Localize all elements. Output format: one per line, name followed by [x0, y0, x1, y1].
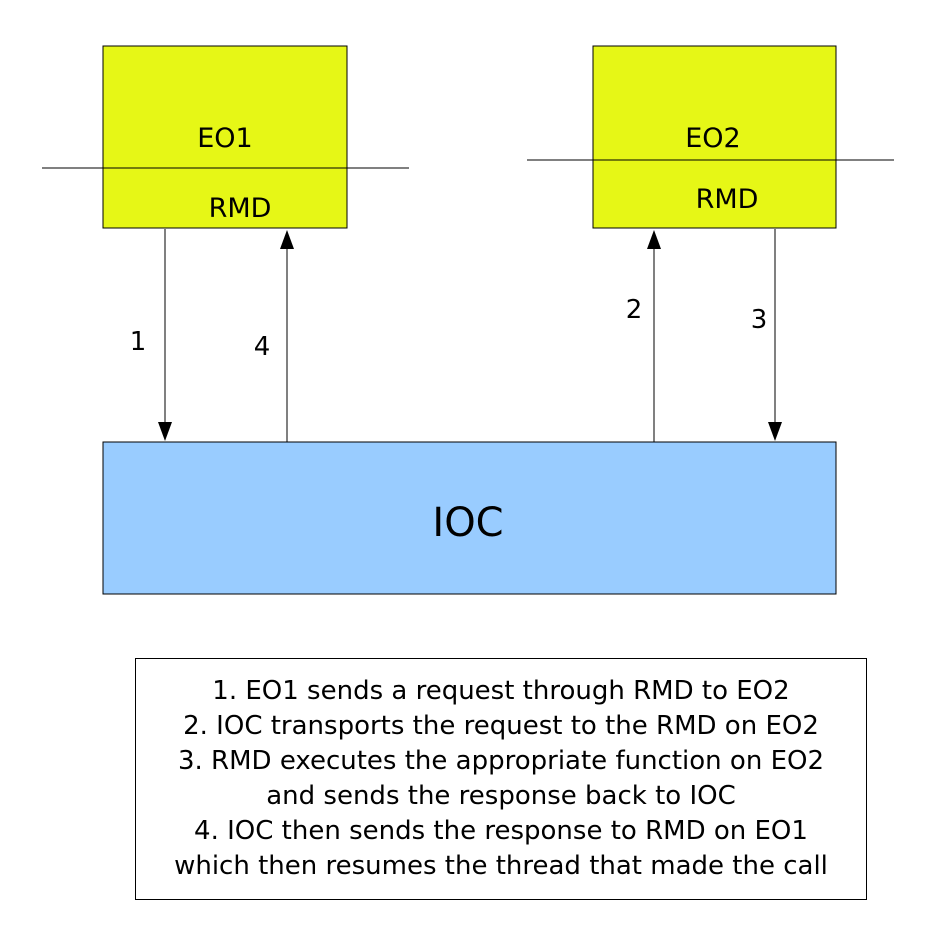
arrow-2-head	[647, 230, 661, 249]
arrow-1-label: 1	[130, 327, 147, 357]
ioc-label: IOC	[432, 500, 503, 546]
arrow-3-head	[768, 422, 782, 441]
eo2-box	[592, 45, 837, 229]
eo1-box	[102, 45, 348, 229]
arrow-2-label: 2	[626, 295, 643, 325]
legend-line: which then resumes the thread that made …	[174, 851, 828, 881]
legend-line: 3. RMD executes the appropriate function…	[177, 746, 824, 776]
eo2-rmd-label: RMD	[696, 184, 759, 215]
legend-line: and sends the response back to IOC	[266, 781, 736, 811]
legend-line: 2. IOC transports the request to the RMD…	[183, 711, 819, 741]
arrow-4-head	[280, 230, 294, 249]
legend-box: 1. EO1 sends a request through RMD to EO…	[135, 658, 867, 900]
legend-line: 4. IOC then sends the response to RMD on…	[194, 816, 808, 846]
ioc-box	[102, 441, 837, 595]
arrow-3-label: 3	[751, 305, 768, 335]
arrow-1-head	[158, 422, 172, 441]
eo1-label: EO1	[197, 123, 253, 154]
arrow-4-label: 4	[254, 332, 271, 362]
eo2-label: EO2	[685, 123, 741, 154]
legend-line: 1. EO1 sends a request through RMD to EO…	[212, 676, 790, 706]
eo1-rmd-label: RMD	[209, 193, 272, 224]
